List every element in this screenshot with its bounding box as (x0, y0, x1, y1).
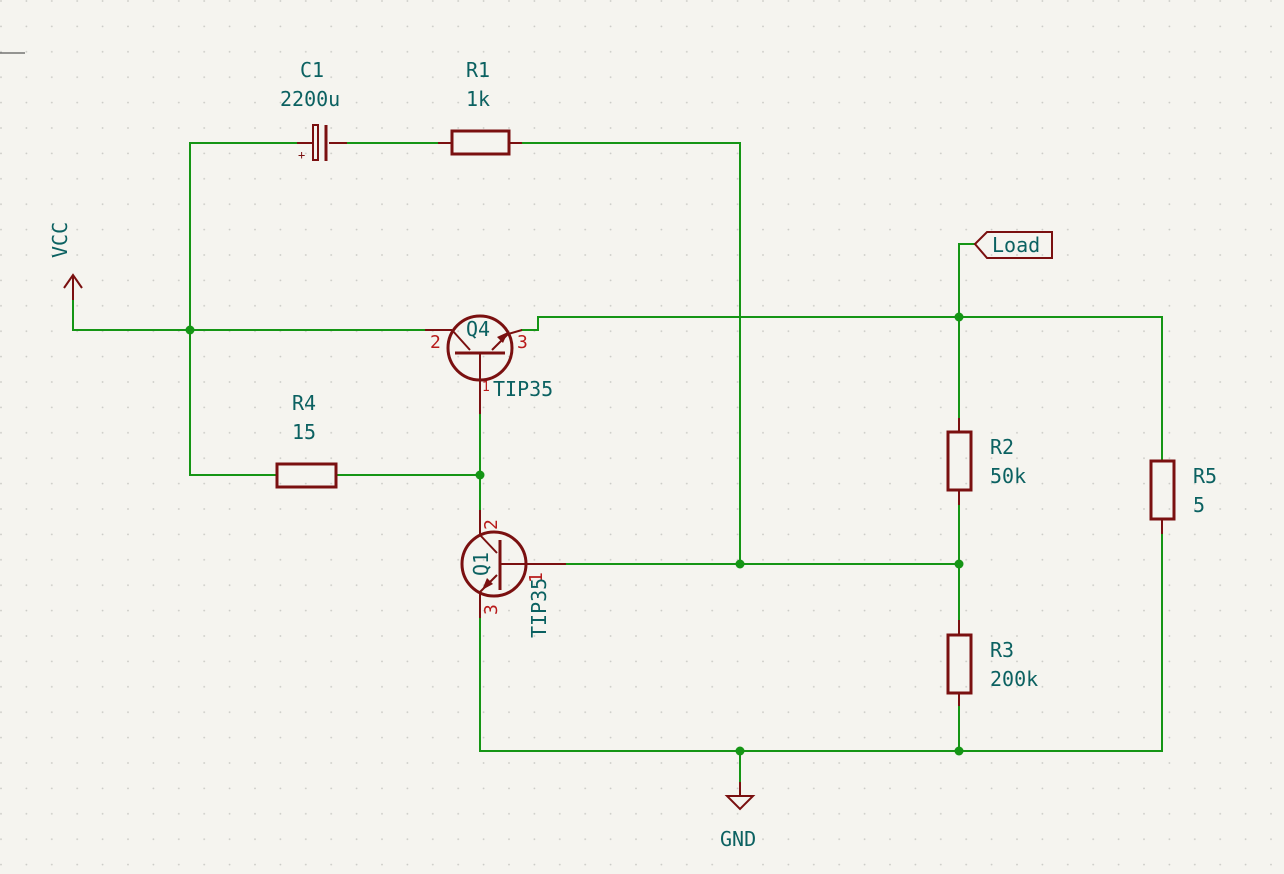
junction-dot (475, 470, 485, 480)
transistor-q4[interactable]: 2 3 1 Q4 TIP35 (425, 314, 553, 414)
r1-ref: R1 (466, 58, 490, 82)
gnd-label: GND (720, 827, 756, 851)
junction-dot (185, 325, 195, 335)
junction-dot (735, 746, 745, 756)
resistor-r3[interactable]: R3 200k (946, 620, 1038, 706)
junction-dot (735, 559, 745, 569)
wire-left-vertical[interactable] (189, 142, 278, 476)
r1-value: 1k (466, 87, 490, 111)
wire-vcc-to-node[interactable] (72, 299, 191, 331)
r5-value: 5 (1193, 493, 1205, 517)
r4-value: 15 (292, 420, 316, 444)
junction-dot (954, 559, 964, 569)
transistor-q1[interactable]: 2 1 3 Q1 TIP35 (460, 510, 566, 638)
q1-value: TIP35 (527, 578, 551, 638)
r4-ref: R4 (292, 391, 316, 415)
c1-polarity-mark: + (298, 148, 305, 162)
capacitor-c1[interactable]: + C1 2200u (280, 58, 347, 162)
c1-value: 2200u (280, 87, 340, 111)
wire-ground-rail[interactable] (479, 533, 1163, 752)
resistor-r2[interactable]: R2 50k (946, 418, 1026, 505)
junctions (185, 312, 964, 756)
junction-dot (954, 746, 964, 756)
r5-ref: R5 (1193, 464, 1217, 488)
wire-r1-to-feedback[interactable] (521, 142, 741, 565)
q1-ref: Q1 (469, 552, 493, 576)
resistor-r5[interactable]: R5 5 (1149, 459, 1217, 534)
q4-pin-emitter: 3 (517, 332, 528, 353)
r2-value: 50k (990, 464, 1026, 488)
r2-ref: R2 (990, 435, 1014, 459)
r3-value: 200k (990, 667, 1038, 691)
q1-pin-base: 1 (526, 572, 547, 583)
r3-ref: R3 (990, 638, 1014, 662)
junction-dot (954, 312, 964, 322)
c1-ref: C1 (300, 58, 324, 82)
vcc-label: VCC (48, 222, 72, 258)
q1-pin-emitter: 3 (481, 604, 502, 615)
q4-pin-collector: 1 (482, 380, 490, 395)
load-net-label[interactable]: Load (973, 231, 1053, 259)
wire-load-label[interactable] (958, 243, 976, 318)
q4-pin-base: 2 (430, 332, 441, 353)
q4-ref: Q4 (466, 317, 490, 341)
q4-value: TIP35 (493, 377, 553, 401)
gnd-symbol[interactable]: GND (720, 782, 756, 851)
resistor-r4[interactable]: R4 15 (275, 391, 338, 489)
q1-pin-collector: 2 (481, 519, 502, 530)
vcc-symbol[interactable]: VCC (48, 222, 83, 300)
wire-q4-emitter-to-output[interactable] (521, 316, 1163, 462)
resistor-r1[interactable]: R1 1k (438, 58, 522, 156)
load-label: Load (992, 233, 1040, 257)
